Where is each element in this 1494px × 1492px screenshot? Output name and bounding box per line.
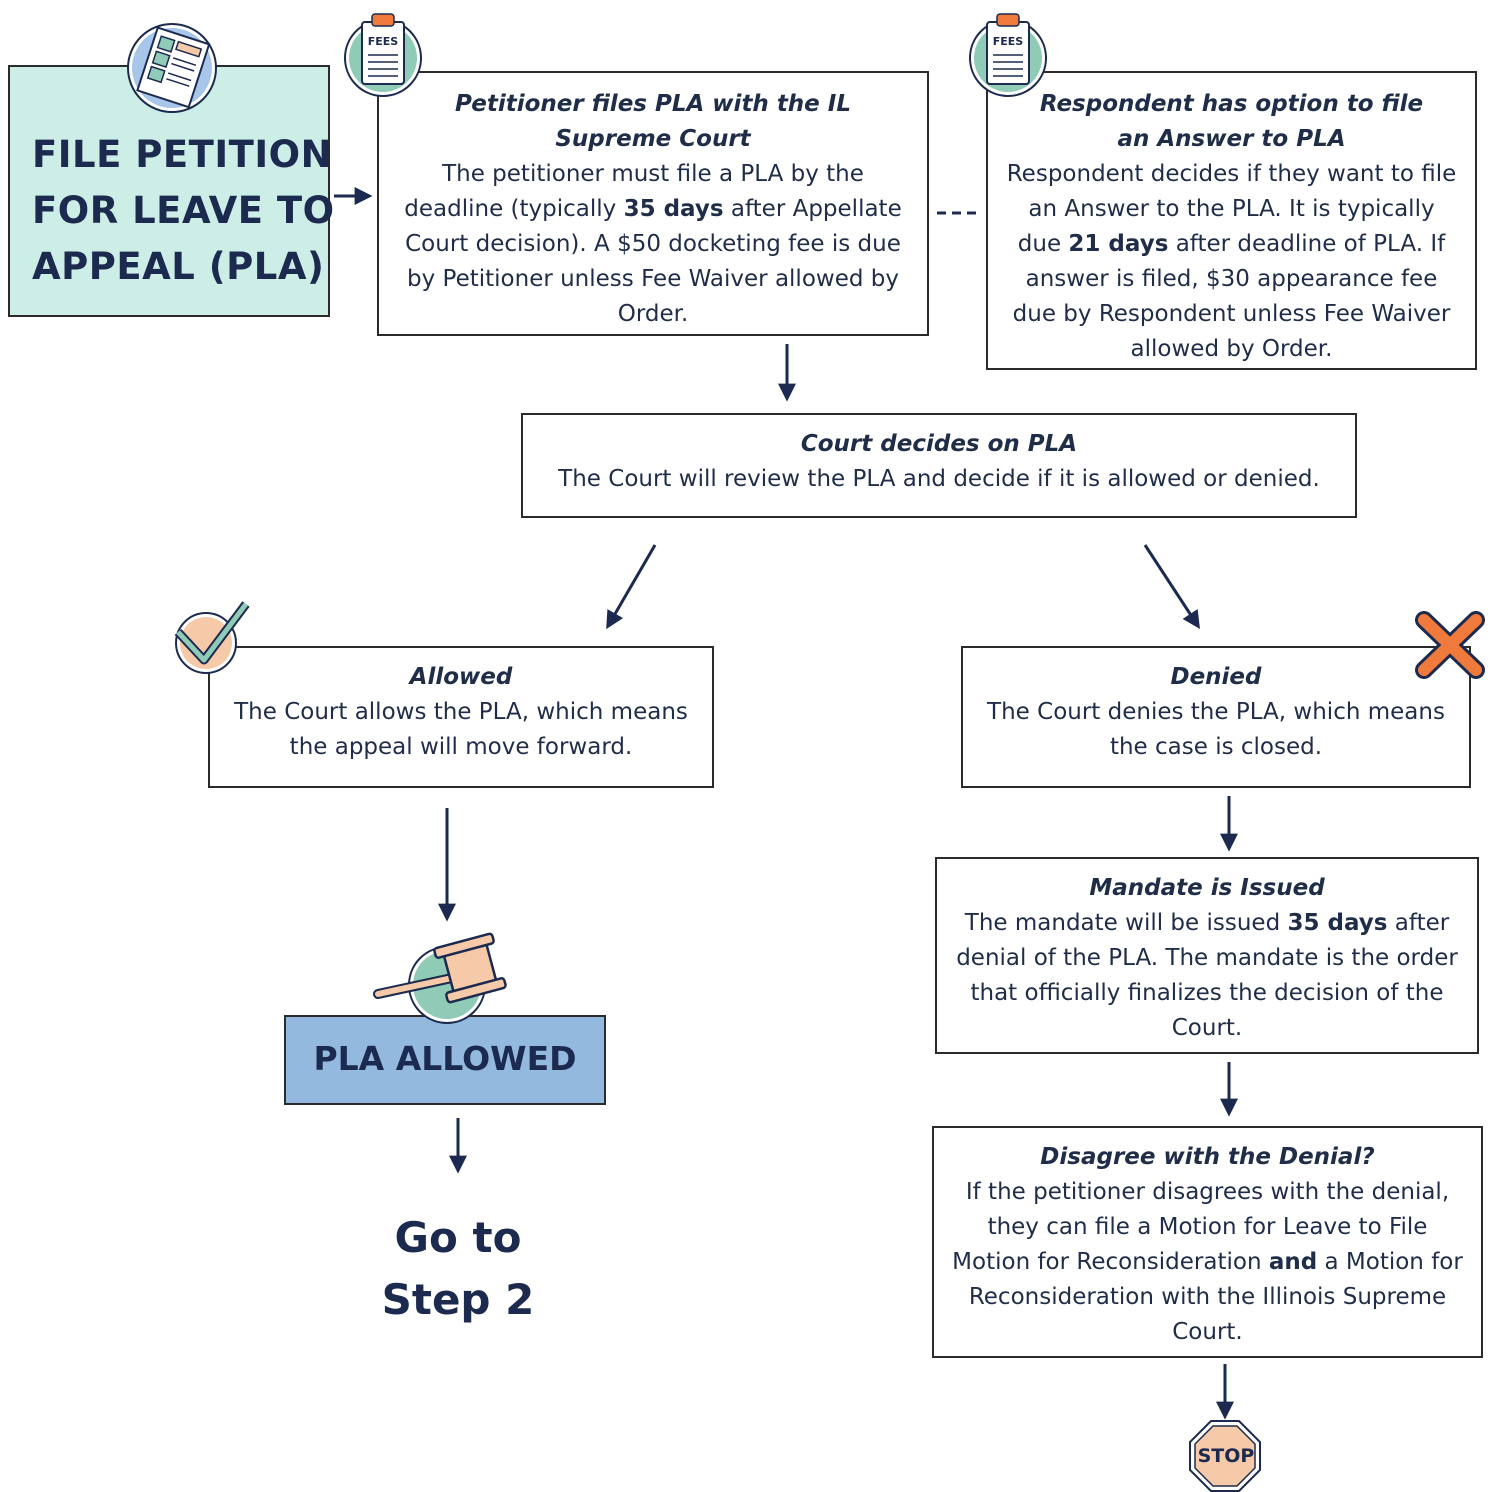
allowed-text: The Court allows the PLA, which means th… — [234, 699, 688, 760]
gavel-icon — [373, 932, 507, 1024]
court-decides-box: Court decides on PLA The Court will revi… — [521, 413, 1357, 518]
court-title: Court decides on PLA — [800, 431, 1078, 457]
respondent-bold: 21 days — [1068, 231, 1169, 257]
title-line-2: FOR LEAVE TO — [32, 189, 335, 232]
disagree-box: Disagree with the Denial? If the petitio… — [932, 1126, 1483, 1358]
fees-label-left: FEES — [367, 35, 399, 48]
respondent-box: Respondent has option to file an Answer … — [986, 71, 1477, 370]
mandate-title: Mandate is Issued — [1089, 875, 1325, 901]
allowed-box: Allowed The Court allows the PLA, which … — [208, 646, 714, 788]
mandate-bold: 35 days — [1287, 910, 1388, 936]
allowed-title: Allowed — [409, 664, 513, 690]
respondent-text-2: after deadline of PLA. If answer is file… — [1012, 231, 1451, 362]
petitioner-box: Petitioner files PLA with the IL Supreme… — [377, 71, 929, 336]
fees-label-right: FEES — [992, 35, 1024, 48]
go-to-line-2: Step 2 — [381, 1275, 535, 1324]
disagree-bold: and — [1268, 1249, 1318, 1275]
stop-label: STOP — [1197, 1445, 1255, 1467]
arrow-court-to-allowed — [606, 544, 657, 630]
petitioner-text-2: after Appellate Court decision). A $50 d… — [405, 196, 902, 327]
denied-title: Denied — [1170, 664, 1262, 690]
disagree-text-1: If the petitioner disagrees with the den… — [952, 1179, 1450, 1275]
mandate-text-1: The mandate will be issued — [964, 910, 1288, 936]
petitioner-title: Petitioner files PLA with the IL Supreme… — [454, 91, 852, 152]
title-line-3: APPEAL (PLA) — [32, 245, 325, 288]
x-mark-icon — [1415, 611, 1485, 679]
fees-clipboard-icon-2 — [969, 13, 1047, 97]
petitioner-text-1: The petitioner must file a PLA by the de… — [404, 161, 864, 222]
fees-clipboard-icon — [344, 13, 422, 97]
respondent-text-1: Respondent decides if they want to file … — [1006, 161, 1457, 257]
disagree-text-2: a Motion for Reconsideration with the Il… — [968, 1249, 1463, 1345]
title-line-1: FILE PETITION — [32, 133, 333, 176]
pla-allowed-banner: PLA ALLOWED — [284, 1015, 606, 1105]
petitioner-bold: 35 days — [623, 196, 724, 222]
go-to-line-1: Go to — [394, 1213, 522, 1262]
court-text: The Court will review the PLA and decide… — [558, 466, 1320, 492]
respondent-title: Respondent has option to file an Answer … — [1039, 91, 1424, 152]
arrow-court-to-denied — [1143, 544, 1200, 630]
mandate-box: Mandate is Issued The mandate will be is… — [935, 857, 1479, 1054]
go-to-step-2: Go to Step 2 — [338, 1207, 578, 1331]
document-icon — [127, 23, 217, 113]
checkmark-icon — [174, 601, 250, 674]
denied-box: Denied The Court denies the PLA, which m… — [961, 646, 1471, 788]
disagree-title: Disagree with the Denial? — [1040, 1144, 1375, 1170]
stop-sign-icon — [1189, 1420, 1261, 1492]
mandate-text-2: after denial of the PLA. The mandate is … — [956, 910, 1458, 1041]
denied-text: The Court denies the PLA, which means th… — [987, 699, 1445, 760]
